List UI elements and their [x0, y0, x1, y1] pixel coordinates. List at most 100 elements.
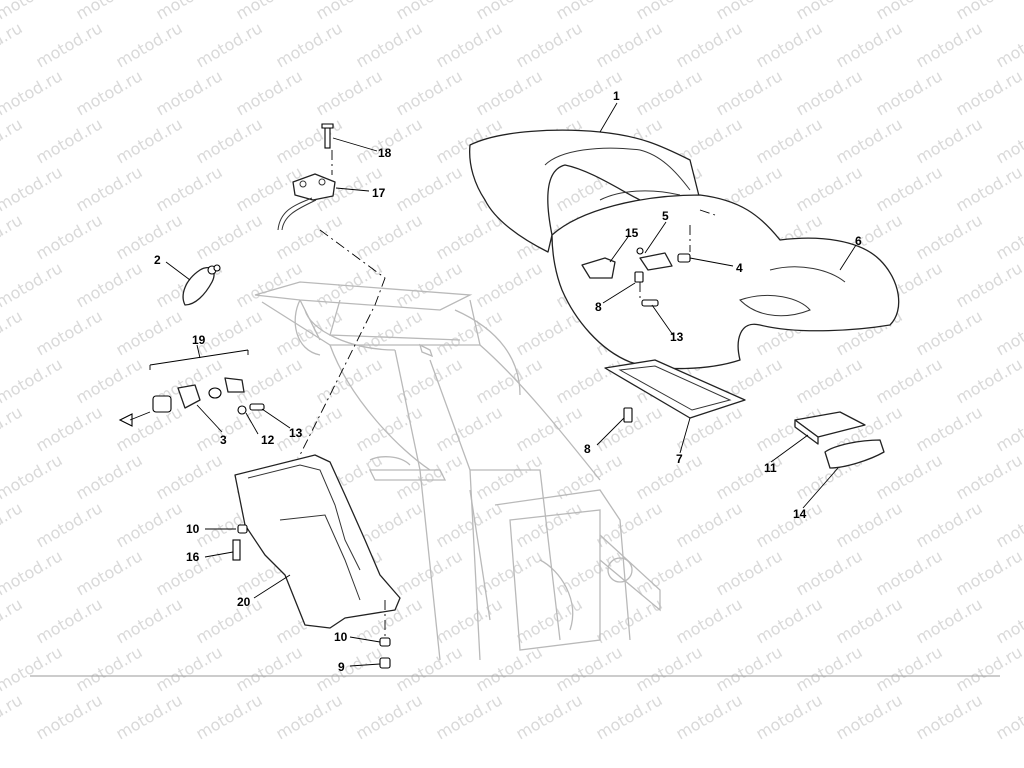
- watermark-text: motod.ru: [233, 66, 306, 119]
- watermark-text: motod.ru: [993, 210, 1024, 263]
- watermark-text: motod.ru: [553, 354, 626, 407]
- watermark-text: motod.ru: [793, 546, 866, 599]
- watermark-text: motod.ru: [313, 354, 386, 407]
- watermark-text: motod.ru: [753, 594, 826, 647]
- callout-3: 3: [220, 433, 227, 447]
- watermark-text: motod.ru: [633, 66, 706, 119]
- watermark-text: motod.ru: [153, 162, 226, 215]
- watermark-text: motod.ru: [113, 18, 186, 71]
- watermark-text: motod.ru: [73, 258, 146, 311]
- leader-lines: [165, 102, 857, 667]
- watermark-text: motod.ru: [113, 306, 186, 359]
- assembly-line: [699, 209, 716, 216]
- watermark-text: motod.ru: [953, 642, 1024, 695]
- watermark-text: motod.ru: [873, 642, 946, 695]
- watermark-text: motod.ru: [0, 354, 66, 407]
- watermark-text: motod.ru: [113, 402, 186, 455]
- rear-subframe: [254, 281, 661, 661]
- callout-10: 10: [186, 522, 200, 536]
- watermark-text: motod.ru: [273, 114, 346, 167]
- watermark-text: motod.ru: [833, 594, 906, 647]
- watermark-text: motod.ru: [873, 450, 946, 503]
- watermark-text: motod.ru: [393, 66, 466, 119]
- callout-11: 11: [764, 461, 777, 475]
- lock-cylinder-19: [118, 377, 265, 427]
- watermark-text: motod.ru: [633, 546, 706, 599]
- watermark-text: motod.ru: [473, 0, 546, 23]
- watermark-text: motod.ru: [833, 498, 906, 551]
- watermark-text: motod.ru: [793, 66, 866, 119]
- callout-1: 1: [613, 89, 620, 103]
- callout-18: 18: [378, 146, 392, 160]
- watermark-text: motod.ru: [353, 210, 426, 263]
- watermark-text: motod.ru: [953, 450, 1024, 503]
- watermark-text: motod.ru: [593, 690, 666, 743]
- callout-labels: 1 2 3 4 5 6 7 8 8 9 10 10 11 12 13 13 14…: [154, 89, 862, 674]
- watermark-text: motod.ru: [73, 0, 146, 23]
- watermark-text: motod.ru: [33, 306, 106, 359]
- watermark-text: motod.ru: [873, 546, 946, 599]
- watermark-text: motod.ru: [113, 690, 186, 743]
- watermark-text: motod.ru: [993, 498, 1024, 551]
- watermark-text: motod.ru: [953, 0, 1024, 23]
- watermark-text: motod.ru: [633, 642, 706, 695]
- watermark-text: motod.ru: [393, 450, 466, 503]
- callout-20: 20: [237, 595, 251, 609]
- watermark-text: motod.ru: [793, 642, 866, 695]
- watermark-text: motod.ru: [833, 18, 906, 71]
- watermark-text: motod.ru: [913, 402, 986, 455]
- callout-17: 17: [372, 186, 386, 200]
- watermark-text: motod.ru: [433, 18, 506, 71]
- watermark-text: motod.ru: [593, 498, 666, 551]
- group-bracket-19: [149, 349, 249, 370]
- watermark-text: motod.ru: [393, 354, 466, 407]
- watermark-text: motod.ru: [73, 642, 146, 695]
- watermark-text: motod.ru: [0, 258, 66, 311]
- watermark-text: motod.ru: [633, 450, 706, 503]
- watermark-text: motod.ru: [873, 354, 946, 407]
- watermark-text: motod.ru: [433, 690, 506, 743]
- watermark-text: motod.ru: [0, 306, 26, 359]
- watermark-text: motod.ru: [33, 594, 106, 647]
- watermark-text: motod.ru: [433, 402, 506, 455]
- watermark-text: motod.ru: [833, 114, 906, 167]
- watermark-text: motod.ru: [0, 450, 66, 503]
- callout-8: 8: [595, 300, 602, 314]
- watermark-text: motod.ru: [73, 450, 146, 503]
- pads-11-14: [794, 411, 885, 469]
- watermark-text: motod.ru: [113, 594, 186, 647]
- watermark-text: motod.ru: [673, 18, 746, 71]
- watermark-text: motod.ru: [433, 594, 506, 647]
- callout-16: 16: [186, 550, 200, 564]
- watermark-text: motod.ru: [153, 0, 226, 23]
- watermark-text: motod.ru: [0, 66, 66, 119]
- watermark-text: motod.ru: [153, 66, 226, 119]
- watermark-text: motod.ru: [953, 354, 1024, 407]
- watermark-text: motod.ru: [433, 306, 506, 359]
- watermark-text: motod.ru: [313, 642, 386, 695]
- watermark-text: motod.ru: [353, 402, 426, 455]
- watermark-text: motod.ru: [913, 690, 986, 743]
- watermark-text: motod.ru: [993, 594, 1024, 647]
- watermark-text: motod.ru: [0, 114, 26, 167]
- watermark-text: motod.ru: [0, 498, 26, 551]
- watermark-text: motod.ru: [753, 690, 826, 743]
- callout-13: 13: [670, 330, 684, 344]
- watermark-text: motod.ru: [753, 114, 826, 167]
- callout-15: 15: [625, 226, 639, 240]
- watermark-text: motod.ru: [0, 162, 66, 215]
- watermark-text: motod.ru: [873, 66, 946, 119]
- watermark-text: motod.ru: [393, 0, 466, 23]
- watermark-text: motod.ru: [393, 162, 466, 215]
- watermark-text: motod.ru: [433, 210, 506, 263]
- watermark-text: motod.ru: [513, 18, 586, 71]
- watermark-text: motod.ru: [793, 0, 866, 23]
- watermark-text: motod.ru: [473, 450, 546, 503]
- watermark-text: motod.ru: [113, 114, 186, 167]
- watermark-text: motod.ru: [993, 690, 1024, 743]
- watermark-text: motod.ru: [873, 162, 946, 215]
- watermark-text: motod.ru: [393, 258, 466, 311]
- watermark-text: motod.ru: [953, 258, 1024, 311]
